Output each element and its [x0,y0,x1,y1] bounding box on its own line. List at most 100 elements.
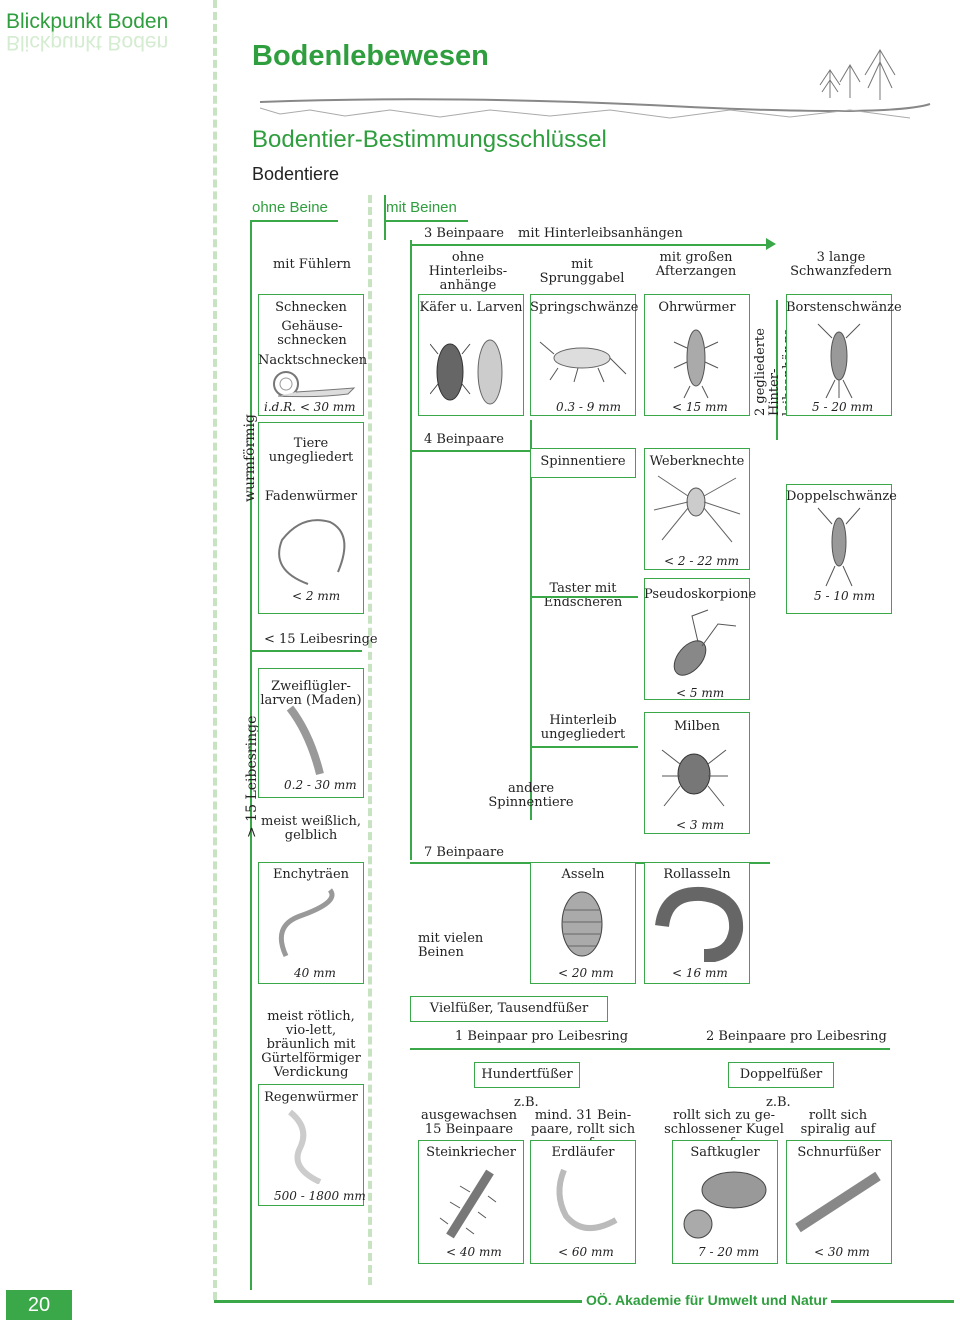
springtails-label: Springschwänze [530,300,639,315]
zb-left: z.B. [514,1095,539,1110]
enchytraeid-illustration [278,888,335,958]
tails-label: 3 lange Schwanzfedern [790,250,892,279]
root-label: Bodentiere [252,164,340,184]
geophilus-illustration [556,1168,618,1231]
connector [530,746,638,748]
enchy-size: 40 mm [294,966,336,980]
earthworms-card [258,1084,364,1206]
connector [384,220,468,222]
myriapods-card [410,996,608,1022]
earwig-size: < 15 mm [672,400,728,414]
slugs-label: Nacktschnecken [258,353,368,368]
pincer-palps-label: Taster mit Endscheren [543,581,623,610]
snail-illustration [273,371,356,398]
connector [410,244,770,246]
larvae-size: 0.2 - 30 mm [284,778,357,792]
three-pairs-label: 3 Beinpaare [424,226,504,241]
snail-size: i.d.R. < 30 mm [264,400,356,414]
glomeris-illustration [683,1171,767,1239]
earthworms-label: Regenwürmer [264,1090,358,1105]
beetle-illustration [430,339,503,405]
mite-illustration [661,749,728,807]
zb-right: z.B. [766,1095,791,1110]
size7-20: 7 - 20 mm [698,1245,760,1259]
fly-larvae-card [258,668,364,798]
nematode-illustration [278,519,346,585]
pill-size: < 16 mm [672,966,728,980]
without-legs-label: ohne Beine [252,199,328,216]
size40: < 40 mm [446,1245,502,1259]
connector [410,450,530,452]
sidebar-divider [213,0,217,1300]
four-pairs-label: 4 Beinpaare [424,432,504,447]
trunk-line [776,300,778,440]
beetles-label: Käfer u. Larven [419,300,523,315]
springfork-label: mit Sprunggabel [539,257,625,286]
section-label: Blickpunkt Boden [6,10,169,33]
trunk-line [384,195,386,240]
geophilus-card [530,1140,636,1264]
other-arachnids-label: andere Spinnentiere [488,781,574,810]
page-title: Bodenlebewesen [252,40,489,72]
lithobius-label: Steinkriecher [426,1145,516,1160]
fly-larva-illustration [286,705,324,775]
sidebar: Blickpunkt Boden Blickpunkt Boden 20 [0,0,214,1325]
bristletails-label: Borstenschwänze [786,300,902,315]
unsegmented-label: Tiere ungegliedert [268,436,354,465]
arachnids-card [530,448,636,478]
one-pair-label: 1 Beinpaar pro Leibesring [455,1029,629,1044]
page-number: 20 [6,1290,72,1320]
fewer-rings-label: < 15 Leibesringe [264,632,378,647]
enchytraeids-card [258,862,364,984]
centipedes-card [474,1062,580,1088]
trunk-line [410,240,412,860]
diplura-size: 5 - 10 mm [814,589,876,603]
nematodes-card [258,422,364,614]
connector [410,1048,890,1050]
springtail-illustration [539,341,627,383]
arrow [766,238,776,250]
trunk-line [250,220,252,1290]
myriapods-label: Vielfüßer, Tausendfüßer [429,1001,589,1016]
earwigs-label: Ohrwürmer [658,300,736,315]
mites-label: Milben [673,719,720,734]
pseudoscorpion-illustration [673,609,737,676]
fly-larvae-label: Zweiflügler-larven (Maden) [260,679,362,708]
julus-label: Schnurfüßer [797,1145,881,1160]
connector [250,220,338,222]
mites-size: < 3 mm [676,818,725,832]
pincers-label: mit großen Afterzangen [655,250,737,279]
dashed-divider [368,195,372,1285]
abdomen-unseg-label: Hinterleib ungegliedert [540,713,626,742]
abdominal-label: mit Hinterleibsanhängen [518,226,683,241]
enchytraeids-label: Enchyträen [272,867,350,882]
reddish-label: meist rötlich, vio-lett, bräunlich mit G… [261,1009,361,1080]
connector [250,650,362,652]
pseudoscorpions-label: Pseudoskorpione [644,587,757,602]
key-title: Bodentier-Bestimmungsschlüssel [252,126,607,153]
snails-label: Schnecken [275,300,347,315]
section-label-reflection: Blickpunkt Boden [6,31,169,54]
julus-illustration [795,1171,881,1233]
two-pairs-label: 2 Beinpaare pro Leibesring [706,1029,887,1044]
harvestmen-label: Weberknechte [649,454,745,469]
spiral-label: rollt sich spiralig auf [800,1108,876,1137]
geophilus-label: Erdläufer [551,1145,615,1160]
woodlouse-illustration [561,891,603,957]
trunk-line [530,420,532,820]
lithobius-illustration [439,1169,497,1239]
earthworm-illustration [288,1109,322,1184]
bristletail-size: 5 - 20 mm [812,400,874,414]
with-legs-label: mit Beinen [386,199,457,216]
ball-label: rollt sich zu ge-schlossener Kugel auf [664,1108,784,1151]
wormlike-label: wurmförmig [242,414,258,502]
glomeris-label: Saftkugler [690,1145,760,1160]
millipedes-card [728,1062,834,1088]
earwig-illustration [673,329,719,399]
centipedes-label: Hundertfüßer [481,1067,573,1082]
woodlice-label: Asseln [561,867,605,882]
antennae-label: mit Fühlern [272,257,352,272]
diplura-illustration [817,507,861,587]
arachnids-label: Spinnentiere [540,454,626,469]
seven-pairs-label: 7 Beinpaare [424,845,504,860]
